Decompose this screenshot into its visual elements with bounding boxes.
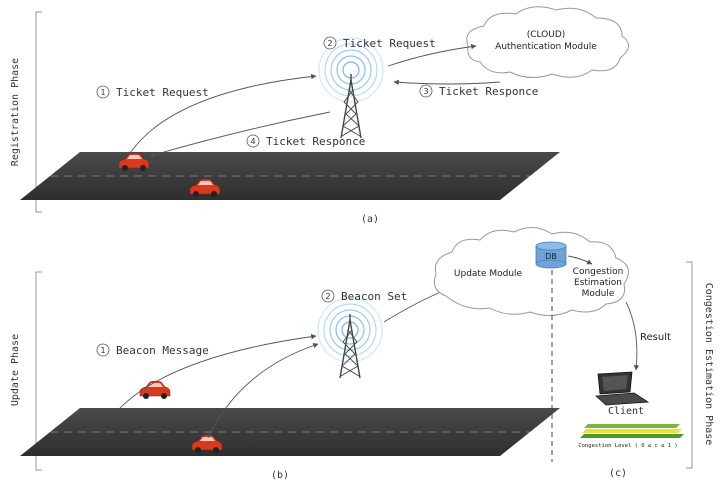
cloud-subtitle: Authentication Module [495,42,597,52]
svg-text:1: 1 [100,346,105,355]
arrow-step4 [149,111,331,158]
svg-text:2: 2 [327,39,332,48]
phase-bracket-b [35,271,42,471]
svg-text:2: 2 [325,292,330,301]
step-label-4: 4 Ticket Responce [246,134,365,148]
svg-text:4: 4 [250,137,255,146]
svg-text:Ticket Responce: Ticket Responce [439,85,538,98]
result-label: Result [640,332,671,343]
database-icon: DB [535,241,567,269]
cloud-title: (CLOUD) [527,30,566,40]
step-label-2: 2 Ticket Request [323,36,436,50]
caption-b: (b) [271,470,289,481]
step-label-3: 3 Ticket Responce [419,84,538,98]
congestion-module-line1: Congestion [573,267,624,277]
update-module-label: Update Module [454,269,523,279]
db-label: DB [545,252,557,261]
step-label-beacon-message: 1 Beacon Message [96,343,209,357]
congestion-level-label: Congestion Level ( 0 ≤ c ≤ 1 ) [578,443,677,449]
arrow-step3 [393,79,501,86]
phase-bracket-c [686,261,693,469]
congestion-module-line3: Module [582,289,615,299]
step-label-1: 1 Ticket Request [96,85,209,99]
car-icon [139,380,171,400]
arrow-beacon-1 [117,333,317,411]
svg-text:Ticket Request: Ticket Request [343,37,436,50]
tower-icon [340,73,362,139]
step-label-beacon-set: 2 Beacon Set [321,289,407,303]
base-station-tower-b [317,297,383,379]
laptop-icon [595,371,650,406]
caption-a: (a) [361,214,379,225]
tower-icon [339,313,361,379]
svg-text:Beacon Set: Beacon Set [341,290,407,303]
arrow-db-to-module [567,255,593,265]
svg-text:3: 3 [423,87,428,96]
arrow-step1 [127,73,317,157]
congestion-level-bars [580,424,684,438]
svg-text:1: 1 [100,88,105,97]
base-station-tower-a [318,37,384,139]
arrow-result [625,301,640,371]
signal-waves-icon [317,297,383,363]
congestion-module-line2: Estimation [574,278,622,288]
svg-text:Beacon Message: Beacon Message [116,344,209,357]
panel-registration: Registration Phase (CLOUD) Authenticatio… [10,6,629,225]
registration-phase-label: Registration Phase [10,58,21,166]
arrow-step2 [387,43,477,67]
arrow-beacon-2 [207,342,319,439]
svg-text:Ticket Responce: Ticket Responce [266,135,365,148]
panel-congestion: Update Module Congestion Estimation Modu… [433,227,714,479]
cloud-authentication: (CLOUD) Authentication Module [466,6,629,78]
client-label: Client [608,406,644,417]
cloud-server: Update Module Congestion Estimation Modu… [433,227,629,316]
phase-bracket-a [35,11,42,213]
caption-c: (c) [609,468,627,479]
svg-text:Ticket Request: Ticket Request [116,86,209,99]
congestion-phase-label: Congestion Estimation Phase [703,283,714,446]
update-phase-label: Update Phase [10,334,21,406]
